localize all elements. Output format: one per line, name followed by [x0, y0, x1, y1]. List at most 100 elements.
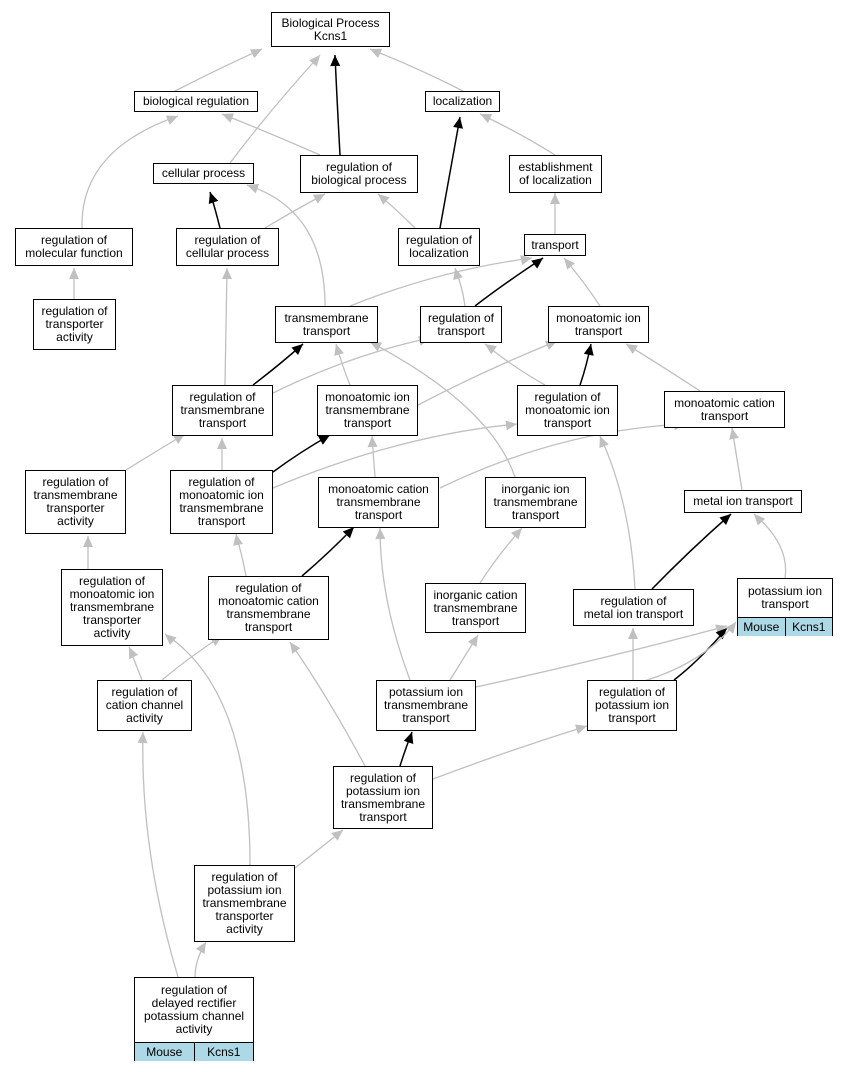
- edge-arrowhead: [564, 258, 575, 270]
- node-regulation-of-transporter-activity[interactable]: regulation of transporter activity: [33, 299, 116, 350]
- edge-line: [289, 641, 366, 767]
- edge-line: [272, 423, 518, 489]
- node-regulation-of-potassium-ion-transmembrane-transporter-activity[interactable]: regulation of potassium ion transmembran…: [194, 865, 295, 942]
- node-cellular-process[interactable]: cellular process: [153, 163, 254, 184]
- node-metal-ion-transport[interactable]: metal ion transport: [684, 490, 802, 513]
- edge-arrowhead: [467, 635, 478, 647]
- node-regulation-of-transport[interactable]: regulation of transport: [420, 306, 502, 343]
- node-establishment-of-localization[interactable]: establishment of localization: [509, 155, 602, 193]
- node-monoatomic-ion-transport[interactable]: monoatomic ion transport: [548, 306, 649, 343]
- edge-arrowhead: [334, 344, 344, 356]
- gene-tag[interactable]: Kcns1: [784, 618, 833, 636]
- node-monoatomic-cation-transmembrane-transport[interactable]: monoatomic cation transmembrane transpor…: [318, 477, 439, 528]
- node-label: regulation of delayed rectifier potassiu…: [143, 983, 245, 1036]
- edge-line: [479, 113, 556, 156]
- annotation-tags: Mouse Kcns1: [738, 617, 832, 636]
- edge-line: [334, 54, 341, 156]
- edge-arrowhead: [290, 642, 301, 654]
- node-transport[interactable]: transport: [524, 234, 586, 256]
- node-regulation-of-biological-process[interactable]: regulation of biological process: [300, 155, 418, 193]
- edge-line: [246, 184, 326, 307]
- node-regulation-of-metal-ion-transport[interactable]: regulation of metal ion transport: [573, 589, 694, 626]
- edge-arrowhead: [69, 268, 79, 279]
- edge-arrowhead: [172, 434, 185, 444]
- node-regulation-of-monoatomic-cation-transmembrane-transport[interactable]: regulation of monoatomic cation transmem…: [208, 576, 329, 640]
- edge-arrowhead: [165, 115, 178, 125]
- edge-line: [673, 627, 728, 681]
- node-regulation-of-cellular-process[interactable]: regulation of cellular process: [176, 228, 279, 266]
- edge-line: [432, 725, 588, 780]
- edge-arrowhead: [249, 49, 262, 59]
- edge-arrowhead: [195, 942, 206, 954]
- edge-arrowhead: [626, 344, 638, 355]
- node-monoatomic-ion-transmembrane-transport[interactable]: monoatomic ion transmembrane transport: [317, 385, 418, 436]
- edge-arrowhead: [715, 628, 727, 640]
- edge-line: [142, 731, 179, 978]
- edge-line: [224, 267, 228, 386]
- edge-arrowhead: [137, 732, 148, 744]
- edge-arrowhead: [217, 438, 227, 449]
- edge-arrowhead: [312, 194, 325, 204]
- edge-arrowhead: [291, 344, 303, 356]
- node-regulation-of-localization[interactable]: regulation of localization: [398, 228, 480, 266]
- node-regulation-of-cation-channel-activity[interactable]: regulation of cation channel activity: [97, 680, 192, 731]
- edge-arrowhead: [208, 192, 219, 205]
- node-regulation-of-potassium-ion-transport[interactable]: regulation of potassium ion transport: [587, 680, 677, 731]
- edge-arrowhead: [331, 830, 343, 841]
- edge-arrowhead: [233, 534, 243, 546]
- edge-arrowhead: [330, 55, 341, 67]
- node-biological-process[interactable]: Biological Process Kcns1: [271, 12, 390, 47]
- edge-arrowhead: [83, 536, 93, 547]
- edge-arrowhead: [367, 436, 378, 448]
- node-regulation-of-monoatomic-ion-transport[interactable]: regulation of monoatomic ion transport: [517, 385, 618, 436]
- edge-line: [379, 527, 411, 681]
- edge-line: [164, 633, 251, 866]
- node-regulation-of-delayed-rectifier-potassium-channel-activity[interactable]: regulation of delayed rectifier potassiu…: [134, 977, 254, 1061]
- node-transmembrane-transport[interactable]: transmembrane transport: [275, 306, 378, 343]
- edge-line: [174, 48, 263, 92]
- edge-arrowhead: [403, 732, 414, 745]
- edge-line: [349, 257, 533, 307]
- edge-arrowhead: [453, 117, 463, 129]
- edge-arrowhead: [309, 55, 320, 67]
- node-regulation-of-transmembrane-transport[interactable]: regulation of transmembrane transport: [172, 385, 273, 436]
- node-regulation-of-potassium-ion-transmembrane-transport[interactable]: regulation of potassium ion transmembran…: [333, 766, 433, 829]
- edge-line: [272, 337, 431, 394]
- node-regulation-of-monoatomic-ion-transmembrane-transport[interactable]: regulation of monoatomic ion transmembra…: [170, 470, 273, 534]
- edge-line: [369, 48, 464, 92]
- edge-arrowhead: [222, 268, 232, 279]
- edge-arrowhead: [129, 647, 139, 660]
- edge-arrowhead: [375, 528, 386, 540]
- edge-arrowhead: [165, 634, 177, 646]
- species-tag[interactable]: Mouse: [146, 1044, 183, 1059]
- node-inorganic-ion-transmembrane-transport[interactable]: inorganic ion transmembrane transport: [485, 477, 586, 528]
- species-tag[interactable]: Mouse: [743, 619, 780, 634]
- node-monoatomic-cation-transport[interactable]: monoatomic cation transport: [664, 391, 785, 428]
- edge-arrowhead: [550, 193, 560, 204]
- node-localization[interactable]: localization: [425, 91, 500, 112]
- edge-arrowhead: [510, 528, 522, 540]
- node-potassium-ion-transport[interactable]: potassium ion transport Mouse Kcns1: [737, 578, 833, 636]
- edge-line: [417, 340, 558, 406]
- edge-arrowhead: [505, 420, 517, 431]
- node-regulation-of-molecular-function[interactable]: regulation of molecular function: [15, 228, 133, 266]
- edge-arrowhead: [583, 344, 594, 356]
- edge-arrowhead: [480, 113, 493, 124]
- edge-arrowhead: [222, 113, 235, 123]
- edge-line: [229, 54, 321, 164]
- edge-arrowhead: [719, 514, 731, 526]
- node-biological-regulation[interactable]: biological regulation: [134, 91, 258, 112]
- gene-tag[interactable]: Kcns1: [193, 1043, 254, 1061]
- node-inorganic-cation-transmembrane-transport[interactable]: inorganic cation transmembrane transport: [425, 583, 526, 633]
- edge-line: [625, 343, 701, 392]
- edge-arrowhead: [575, 724, 587, 735]
- node-potassium-ion-transmembrane-transport[interactable]: potassium ion transmembrane transport: [376, 680, 476, 731]
- edge-arrowhead: [378, 194, 390, 205]
- edge-arrowhead: [520, 255, 532, 265]
- edge-arrowhead: [370, 48, 383, 58]
- node-regulation-of-monoatomic-ion-transmembrane-transporter-activity[interactable]: regulation of monoatomic ion transmembra…: [61, 569, 163, 646]
- node-regulation-of-transmembrane-transporter-activity[interactable]: regulation of transmembrane transporter …: [25, 470, 126, 534]
- edge-arrowhead: [370, 342, 383, 352]
